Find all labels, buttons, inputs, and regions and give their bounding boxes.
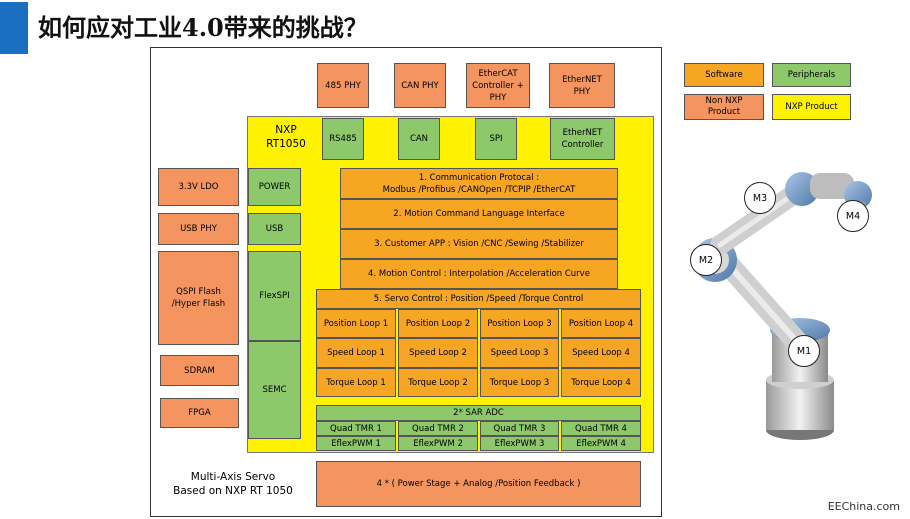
site-watermark: EEChina.com [827, 500, 900, 513]
speed-loop-3: Speed Loop 3 [480, 338, 559, 368]
joint-label-m3: M3 [744, 182, 776, 214]
device-qspi-hyper-flash: QSPI Flash /Hyper Flash [158, 251, 239, 345]
nxp-rt1050-label: NXP RT1050 [266, 124, 306, 150]
device-3v3-ldo: 3.3V LDO [158, 168, 239, 206]
legend-non-nxp-product: Non NXP Product [684, 94, 764, 120]
device-can-phy: CAN PHY [394, 63, 446, 108]
position-loop-2: Position Loop 2 [398, 309, 478, 338]
layer-servo-control-header: 5. Servo Control : Position /Speed /Torq… [316, 289, 641, 309]
sar-adc: 2* SAR ADC [316, 405, 641, 421]
peripheral-ethernet-controller: EtherNET Controller [550, 118, 615, 160]
joint-label-m1: M1 [788, 335, 820, 367]
layer-communication-protocol: 1. Communication Protocal : Modbus /Prof… [340, 168, 618, 199]
position-loop-3: Position Loop 3 [480, 309, 559, 338]
device-sdram: SDRAM [160, 355, 239, 386]
quad-tmr-1: Quad TMR 1 [316, 421, 396, 436]
legend-peripherals: Peripherals [772, 63, 851, 87]
quad-tmr-3: Quad TMR 3 [480, 421, 559, 436]
layer-motion-command-interface: 2. Motion Command Language Interface [340, 199, 618, 229]
quad-tmr-4: Quad TMR 4 [561, 421, 641, 436]
eflexpwm-4: EflexPWM 4 [561, 436, 641, 451]
torque-loop-2: Torque Loop 2 [398, 368, 478, 397]
device-ethercat-controller-phy: EtherCAT Controller + PHY [466, 63, 530, 108]
eflexpwm-1: EflexPWM 1 [316, 436, 396, 451]
multi-axis-servo-caption: Multi-Axis Servo Based on NXP RT 1050 [173, 471, 293, 497]
torque-loop-3: Torque Loop 3 [480, 368, 559, 397]
device-ethernet-phy: EtherNET PHY [549, 63, 615, 108]
legend-software: Software [684, 63, 764, 87]
speed-loop-4: Speed Loop 4 [561, 338, 641, 368]
device-usb-phy: USB PHY [158, 213, 239, 245]
position-loop-4: Position Loop 4 [561, 309, 641, 338]
torque-loop-4: Torque Loop 4 [561, 368, 641, 397]
speed-loop-2: Speed Loop 2 [398, 338, 478, 368]
eflexpwm-3: EflexPWM 3 [480, 436, 559, 451]
speed-loop-1: Speed Loop 1 [316, 338, 396, 368]
peripheral-flexspi: FlexSPI [248, 251, 301, 341]
layer-motion-control: 4. Motion Control : Interpolation /Accel… [340, 259, 618, 289]
position-loop-1: Position Loop 1 [316, 309, 396, 338]
page-title: 如何应对工业4.0带来的挑战？ [38, 13, 368, 42]
joint-label-m2: M2 [690, 244, 722, 276]
peripheral-usb: USB [248, 213, 301, 245]
joint-label-m4: M4 [837, 200, 869, 232]
peripheral-power: POWER [248, 168, 301, 206]
power-stage: 4 * ( Power Stage + Analog /Position Fee… [316, 461, 641, 507]
title-accent-bar [0, 2, 28, 54]
quad-tmr-2: Quad TMR 2 [398, 421, 478, 436]
peripheral-can: CAN [398, 118, 440, 160]
eflexpwm-2: EflexPWM 2 [398, 436, 478, 451]
peripheral-spi: SPI [475, 118, 517, 160]
device-fpga: FPGA [160, 398, 239, 428]
peripheral-rs485: RS485 [322, 118, 364, 160]
peripheral-semc: SEMC [248, 341, 301, 439]
device-485-phy: 485 PHY [317, 63, 369, 108]
legend-nxp-product: NXP Product [772, 94, 851, 120]
torque-loop-1: Torque Loop 1 [316, 368, 396, 397]
layer-customer-app: 3. Customer APP : Vision /CNC /Sewing /S… [340, 229, 618, 259]
